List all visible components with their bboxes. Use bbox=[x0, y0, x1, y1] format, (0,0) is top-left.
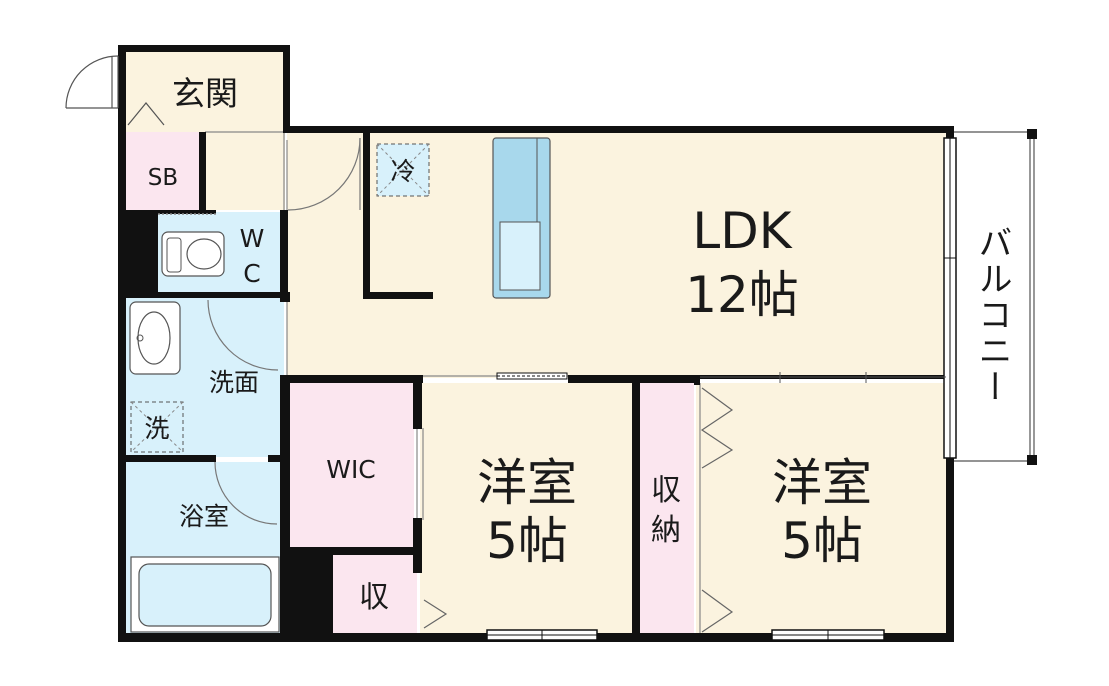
wall-bath-top bbox=[126, 455, 216, 462]
wc-label-w: W bbox=[240, 224, 265, 253]
fridge-spot bbox=[376, 143, 430, 197]
wall-storage-right bbox=[413, 555, 422, 573]
entrance-label: 玄関 bbox=[172, 74, 238, 113]
ldk-door-swing bbox=[287, 137, 361, 211]
wall-top-ldk bbox=[283, 126, 953, 133]
wall-kitchen-horizontal bbox=[363, 292, 433, 299]
entrance-door bbox=[65, 55, 119, 109]
entrance-floor bbox=[126, 52, 284, 132]
wall-top-entrance bbox=[118, 45, 290, 52]
wall-bath-top2 bbox=[268, 455, 288, 462]
western2-size: 5帖 bbox=[781, 512, 863, 570]
balcony bbox=[954, 129, 1037, 465]
window-western1 bbox=[486, 629, 598, 641]
closet-door-upper-icon bbox=[700, 387, 734, 469]
toilet-icon bbox=[161, 231, 225, 277]
western1-name: 洋室 bbox=[477, 454, 577, 512]
storage-door-icon bbox=[423, 599, 448, 629]
bathtub-icon bbox=[130, 556, 280, 633]
wall-wic-right bbox=[413, 375, 422, 429]
wash-basin-icon bbox=[129, 301, 181, 375]
bathroom-label: 浴室 bbox=[179, 502, 229, 531]
wall-left bbox=[118, 45, 126, 642]
window-ldk-balcony bbox=[943, 137, 957, 459]
closet-label-bottom: 納 bbox=[651, 513, 681, 548]
wall-bath-right bbox=[280, 375, 290, 642]
sliding-door-western2 bbox=[700, 372, 946, 383]
storage-small-label: 収 bbox=[359, 580, 389, 615]
ldk-name: LDK bbox=[692, 202, 792, 260]
wc-label-c: C bbox=[243, 259, 260, 288]
western1-size: 5帖 bbox=[486, 512, 568, 570]
wall-sb-right bbox=[199, 132, 206, 210]
washer-spot bbox=[130, 401, 184, 453]
sliding-door-western1 bbox=[496, 372, 568, 380]
closet-label-top: 収 bbox=[651, 473, 681, 508]
closet-door-lower-icon bbox=[701, 589, 734, 633]
wall-storage-left bbox=[288, 547, 333, 642]
hall-floor bbox=[205, 132, 285, 210]
entrance-step-icon bbox=[127, 102, 165, 126]
closet-area bbox=[640, 383, 694, 633]
wall-kitchen-vertical bbox=[363, 133, 370, 299]
balcony-label: バルコニー bbox=[972, 225, 1012, 405]
wall-entrance-right bbox=[283, 45, 290, 133]
window-western2 bbox=[771, 629, 885, 641]
shoebox-label: SB bbox=[148, 165, 178, 191]
wall-wic-right2 bbox=[413, 518, 422, 556]
wall-wc-left bbox=[126, 210, 158, 297]
wall-wc-bottom bbox=[126, 292, 290, 298]
wic-area bbox=[290, 383, 414, 547]
wall-closet-right bbox=[694, 375, 700, 385]
kitchen-counter bbox=[492, 137, 551, 299]
shoebox-area bbox=[126, 132, 205, 210]
washroom-label: 洗面 bbox=[209, 368, 259, 397]
wall-wc-right bbox=[280, 210, 288, 298]
washer-label: 洗 bbox=[144, 414, 169, 443]
washroom-door-swing bbox=[207, 299, 279, 371]
western2-name: 洋室 bbox=[772, 454, 872, 512]
fridge-label: 冷 bbox=[390, 157, 415, 186]
storage-small-area bbox=[333, 555, 417, 633]
western1-floor bbox=[420, 383, 632, 633]
wall-wic-bottom bbox=[288, 547, 422, 555]
wall-closet-left bbox=[632, 375, 640, 642]
bathroom-door-swing bbox=[214, 461, 278, 525]
wall-wc-top bbox=[126, 210, 216, 214]
wall-mid-horizontal bbox=[280, 375, 423, 383]
western2-floor bbox=[696, 383, 946, 633]
ldk-size: 12帖 bbox=[685, 266, 799, 324]
wic-label: WIC bbox=[326, 455, 376, 484]
wall-wash-right bbox=[280, 298, 290, 302]
